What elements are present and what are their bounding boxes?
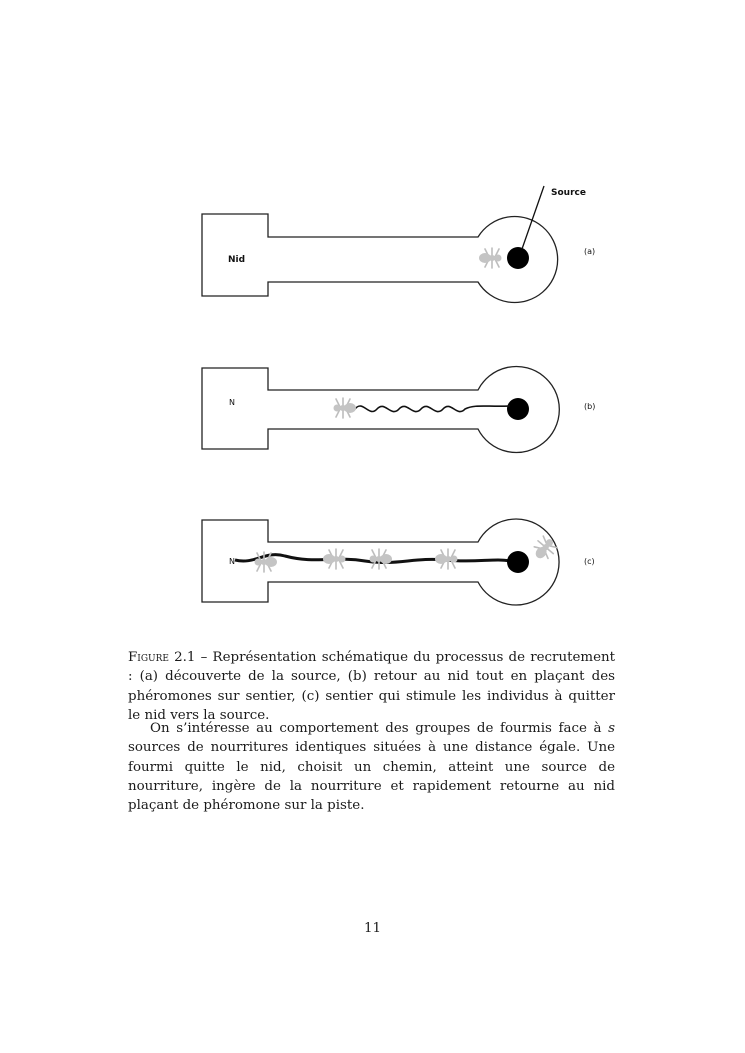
nest-label-c: N — [229, 557, 235, 566]
food-source-c — [507, 551, 529, 573]
panel-c: N (c) — [202, 519, 595, 605]
nest-label-a: Nid — [228, 255, 245, 265]
figure-number: 2.1 — [174, 650, 195, 665]
figure-caption: Figure 2.1 – Représentation schématique … — [128, 648, 615, 725]
paragraph-text-end: sources de nourritures identiques située… — [128, 740, 615, 813]
ant-recruitment-diagram: Nid Source (a) N (b) N (c) — [195, 178, 615, 618]
panel-a: Nid Source (a) — [202, 186, 595, 303]
caption-text: – Représentation schématique du processu… — [128, 650, 615, 723]
body-paragraph: On s’intéresse au comportement des group… — [128, 719, 615, 815]
food-source-a — [507, 247, 529, 269]
nest-label-b: N — [229, 398, 235, 407]
variable-s: s — [608, 721, 615, 736]
panel-b: N (b) — [202, 367, 595, 453]
source-label: Source — [551, 188, 586, 198]
page-number: 11 — [0, 921, 745, 936]
panel-label-a: (a) — [584, 247, 595, 256]
food-source-b — [507, 398, 529, 420]
panel-label-b: (b) — [584, 402, 595, 411]
paragraph-text-start: On s’intéresse au comportement des group… — [150, 721, 608, 736]
panel-label-c: (c) — [584, 557, 595, 566]
figure-word: Figure — [128, 650, 169, 665]
